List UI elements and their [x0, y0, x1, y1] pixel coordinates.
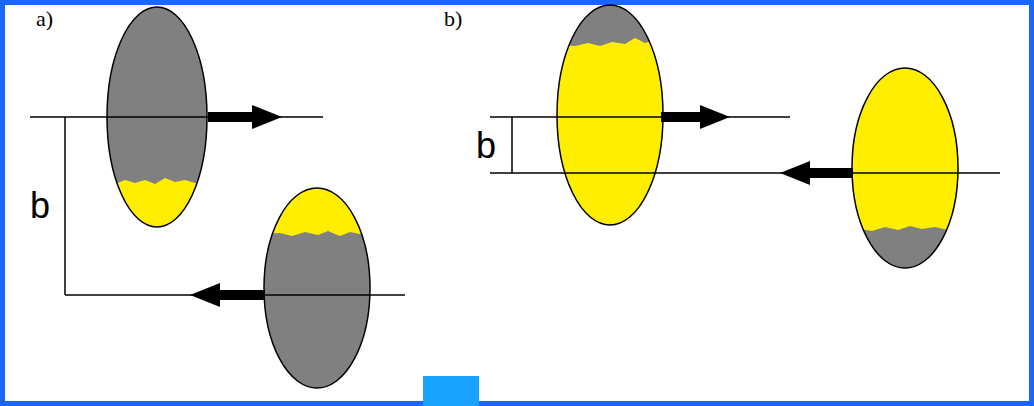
- corner-square: [423, 376, 479, 406]
- nucleus: [550, 0, 670, 225]
- nucleus: [100, 7, 215, 240]
- trajectory-line: [490, 116, 790, 118]
- velocity-arrow: [661, 105, 730, 129]
- velocity-arrow: [190, 283, 265, 307]
- nucleus: [845, 68, 965, 280]
- velocity-arrow: [780, 161, 853, 185]
- velocity-arrow: [208, 105, 282, 129]
- panel-label: a): [36, 8, 53, 30]
- trajectory-line: [490, 172, 1000, 174]
- impact-parameter-label: b: [30, 188, 50, 224]
- frame: [3, 3, 1032, 404]
- nucleus: [260, 180, 380, 388]
- impact-bracket: [64, 117, 66, 295]
- impact-parameter-label: b: [476, 128, 496, 164]
- panel-label: b): [444, 8, 462, 30]
- impact-bracket: [511, 117, 513, 173]
